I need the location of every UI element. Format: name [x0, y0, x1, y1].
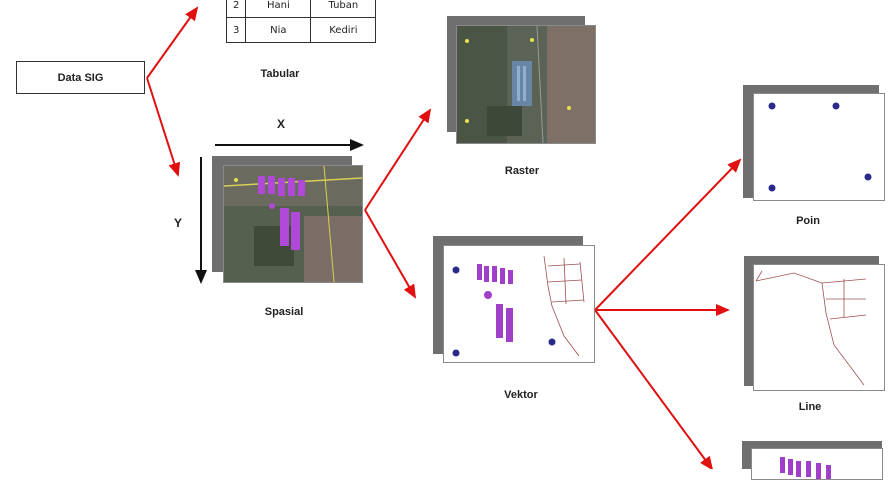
vektor-caption: Vektor: [504, 389, 538, 401]
table-cell: 3: [225, 17, 247, 43]
data-sig-node: Data SIG: [16, 61, 145, 94]
arrow-to-vektor: [364, 209, 416, 299]
arrow-to-raster: [364, 108, 432, 211]
vektor-map: [443, 245, 595, 363]
spasial-map-image: [223, 165, 363, 283]
table-cell: Kediri: [310, 17, 377, 43]
poin-caption: Poin: [796, 215, 820, 227]
y-axis-label: Y: [174, 216, 183, 230]
spasial-caption: Spasial: [264, 306, 304, 318]
polygon-map: [751, 448, 883, 480]
arrow-to-poin: [594, 158, 742, 311]
poin-map: [753, 93, 885, 201]
tabular-table: 2 Hani Tuban 3 Nia Kediri: [225, 0, 377, 43]
line-caption: Line: [798, 401, 822, 413]
table-cell: Tuban: [310, 0, 377, 18]
x-axis-label: X: [277, 117, 286, 131]
table-row: 2 Hani Tuban: [225, 0, 377, 18]
line-map: [753, 264, 885, 391]
arrow-to-polygon: [594, 309, 714, 469]
table-cell: Hani: [245, 0, 312, 18]
arrow-to-spasial: [146, 77, 181, 177]
table-row: 3 Nia Kediri: [225, 17, 377, 43]
tabular-caption: Tabular: [260, 68, 300, 80]
data-sig-label: Data SIG: [57, 71, 104, 84]
raster-caption: Raster: [504, 165, 540, 177]
raster-map-image: [456, 25, 596, 144]
table-cell: Nia: [245, 17, 312, 43]
connector-arrows: [146, 6, 742, 469]
table-cell: 2: [225, 0, 247, 18]
arrow-to-tabular: [146, 6, 199, 79]
